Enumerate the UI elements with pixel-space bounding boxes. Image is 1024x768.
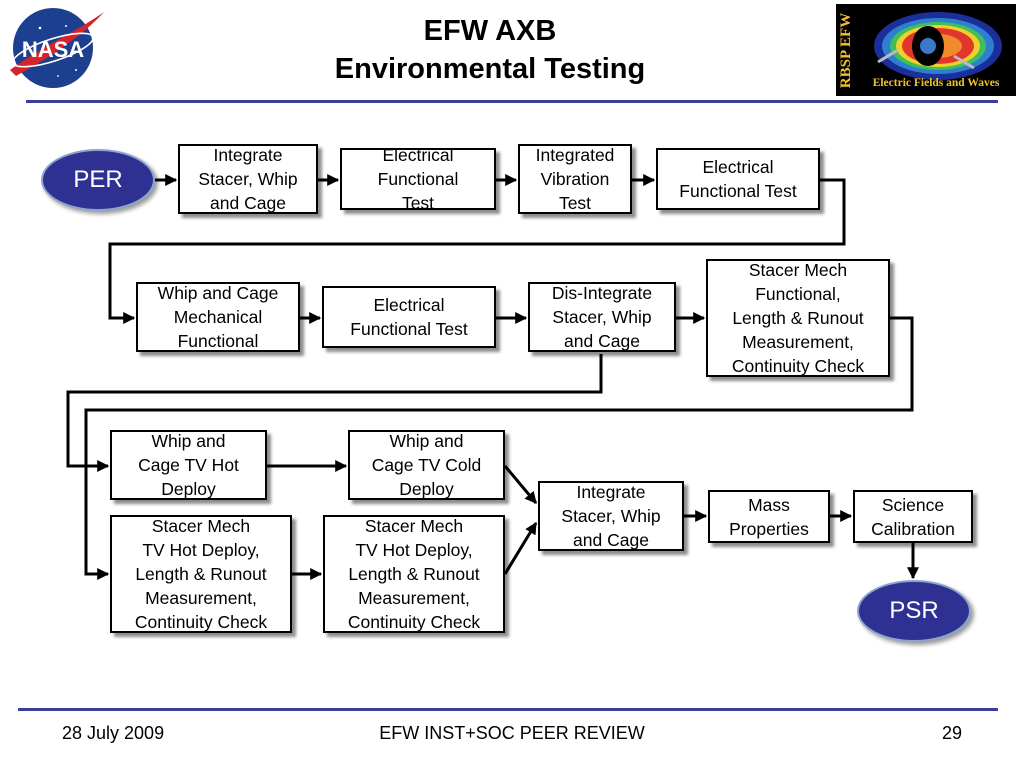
step-stacer-mech-functional: Stacer Mech Functional, Length & Runout … <box>706 259 890 377</box>
end-oval-psr: PSR <box>857 580 971 642</box>
step-electrical-functional-test-1: Electrical Functional Test <box>340 148 496 210</box>
step-electrical-functional-test-2: Electrical Functional Test <box>656 148 820 210</box>
step-stacer-mech-tv-hot-deploy-2: Stacer Mech TV Hot Deploy, Length & Runo… <box>323 515 505 633</box>
step-whip-cage-tv-hot-deploy: Whip and Cage TV Hot Deploy <box>110 430 267 500</box>
page-number: 29 <box>941 723 962 743</box>
step-integrated-vibration-test: Integrated Vibration Test <box>518 144 632 214</box>
title-line-1: EFW AXB <box>423 15 557 47</box>
start-oval-per: PER <box>41 149 155 211</box>
nasa-logo: NASA <box>6 4 106 92</box>
footer-date: 28 July 2009 <box>62 723 165 743</box>
footer-rule <box>18 708 998 711</box>
step-science-calibration: Science Calibration <box>853 490 973 543</box>
step-integrate-stacer-whip-cage: Integrate Stacer, Whip and Cage <box>178 144 318 214</box>
rbsp-caption: Electric Fields and Waves <box>872 77 1000 89</box>
step-mass-properties: Mass Properties <box>708 490 830 543</box>
title-line-2: Environmental Testing <box>334 53 646 85</box>
page-title: EFW AXB Environmental Testing <box>250 12 730 88</box>
step-whip-cage-mechanical-functional: Whip and Cage Mechanical Functional <box>136 282 300 352</box>
step-electrical-functional-test-3: Electrical Functional Test <box>322 286 496 348</box>
nasa-logo-text: NASA <box>22 37 84 62</box>
rbsp-efw-logo: RBSP EFW Electric Fields and Waves <box>836 4 1016 96</box>
step-whip-cage-tv-cold-deploy: Whip and Cage TV Cold Deploy <box>348 430 505 500</box>
step-dis-integrate-stacer-whip-cage: Dis-Integrate Stacer, Whip and Cage <box>528 282 676 352</box>
header-rule <box>26 100 998 103</box>
footer-event: EFW INST+SOC PEER REVIEW <box>379 723 645 743</box>
step-stacer-mech-tv-hot-deploy-1: Stacer Mech TV Hot Deploy, Length & Runo… <box>110 515 292 633</box>
step-final-integrate-stacer-whip-cage: Integrate Stacer, Whip and Cage <box>538 481 684 551</box>
